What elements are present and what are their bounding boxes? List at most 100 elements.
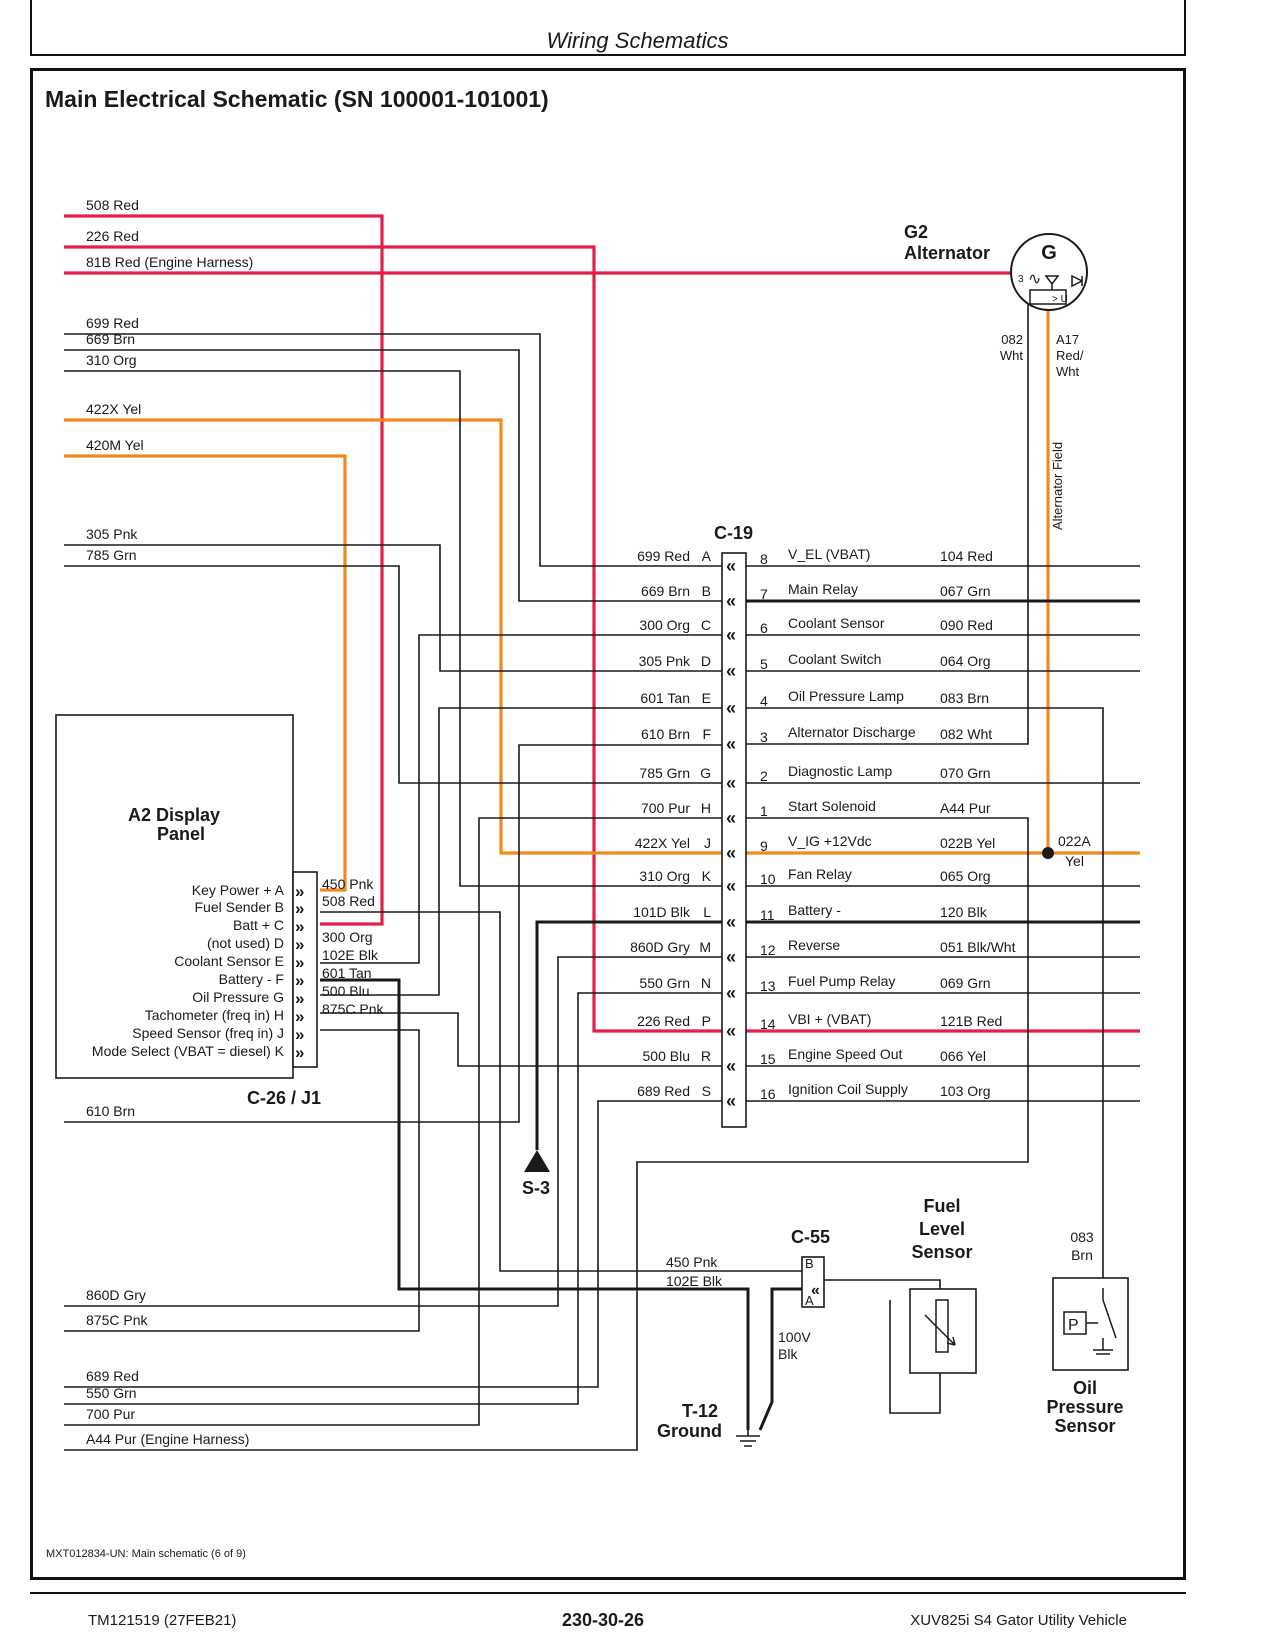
wire-508-red [64, 214, 384, 926]
fuel-sensor-line1: Fuel [923, 1196, 960, 1216]
alternator-g-label: G [1041, 242, 1057, 264]
c26-terminal-9: » [295, 1043, 304, 1062]
c26-terminal-7: » [295, 1007, 304, 1026]
c19-pin-letter-K: K [702, 868, 712, 884]
c55-pin-a: A [805, 1293, 814, 1308]
wire-422x-yel [64, 418, 1140, 855]
c19-function-9: V_IG +12Vdc [788, 833, 872, 849]
c19-right-wire-12: 051 Blk/Wht [940, 939, 1016, 955]
wire-fuel-sensor [820, 1279, 941, 1414]
left-wire-label-11: 860D Gry [86, 1287, 146, 1303]
c19-function-14: VBI + (VBAT) [788, 1011, 871, 1027]
wire-226-red [64, 245, 1140, 1033]
c55-ref: C-55 [791, 1227, 830, 1247]
c19-terminal-J: « [726, 843, 736, 863]
display-pin-label-1: Fuel Sender B [195, 899, 285, 915]
footer-product-name: XUV825i S4 Gator Utility Vehicle [910, 1612, 1127, 1629]
c19-terminal-N: « [726, 983, 736, 1003]
c19-pin-letter-N: N [701, 975, 711, 991]
c19-left-wire-L: 101D Blk [633, 904, 691, 920]
c19-function-7: Main Relay [788, 581, 858, 597]
c19-left-wire-B: 669 Brn [641, 583, 690, 599]
oil-sensor-wire: 083 [1070, 1229, 1094, 1245]
left-wire-label-4: 669 Brn [86, 331, 135, 347]
c19-function-5: Coolant Switch [788, 651, 881, 667]
fuel-sensor-line3: Sensor [911, 1242, 972, 1262]
display-pin-label-4: Coolant Sensor E [174, 953, 284, 969]
left-wire-label-15: 700 Pur [86, 1406, 135, 1422]
left-wire-label-6: 422X Yel [86, 401, 141, 417]
c19-terminal-C: « [726, 625, 736, 645]
c19-pin-letter-R: R [701, 1048, 711, 1064]
ground-ref: T-12 [682, 1401, 718, 1421]
display-pin-label-7: Tachometer (freq in) H [145, 1007, 284, 1023]
c19-left-wire-F: 610 Brn [641, 726, 690, 742]
footer-page-number: 230-30-26 [561, 1610, 645, 1630]
c19-pin-number-12: 12 [760, 942, 776, 958]
c19-function-1: Start Solenoid [788, 798, 876, 814]
c19-left-wire-N: 550 Grn [639, 975, 690, 991]
alt-wire-082: 082 [1001, 332, 1023, 347]
oil-sensor-line2: Pressure [1046, 1397, 1123, 1417]
c19-terminal-D: « [726, 661, 736, 681]
wire-669-brn [64, 349, 722, 602]
c19-pin-number-11: 11 [760, 907, 775, 923]
wire-450-pnk [320, 911, 820, 1272]
fuel-sensor-line2: Level [919, 1219, 965, 1239]
c19-pin-letter-H: H [701, 800, 711, 816]
s3-triangle-icon [524, 1150, 550, 1172]
c19-pin-number-5: 5 [760, 656, 768, 672]
c19-terminal-F: « [726, 734, 736, 754]
left-wire-label-2: 81B Red (Engine Harness) [86, 254, 253, 270]
regulator-icon [1029, 289, 1067, 305]
oil-sensor-line3: Sensor [1054, 1416, 1115, 1436]
c26-terminal-6: » [295, 989, 304, 1008]
fuel-sensor-body [909, 1288, 977, 1374]
left-wire-label-8: 305 Pnk [86, 526, 138, 542]
c26-terminal-2: » [295, 917, 304, 936]
c19-pin-letter-G: G [700, 765, 711, 781]
alternator-pin-3: 3 [1018, 274, 1024, 285]
c55-wire-102e: 102E Blk [666, 1273, 723, 1289]
alt-wire-a17: A17 [1056, 332, 1079, 347]
figure-id: MXT012834-UN: Main schematic (6 of 9) [46, 1548, 246, 1560]
rectifier-icon [1044, 274, 1084, 290]
c26-wire-6: 500 Blu [322, 983, 369, 999]
c19-pin-letter-B: B [702, 583, 711, 599]
left-wire-label-5: 310 Org [86, 352, 137, 368]
c19-pin-number-16: 16 [760, 1086, 776, 1102]
c26-wire-0: 450 Pnk [322, 876, 374, 892]
wire-100v-blk [758, 1287, 820, 1431]
c55-pin-b: B [805, 1256, 814, 1271]
c19-right-wire-3: 082 Wht [940, 726, 992, 742]
c19-function-4: Oil Pressure Lamp [788, 688, 904, 704]
wire-500-blu [320, 1012, 722, 1067]
wire-420m-yel [64, 454, 347, 892]
c19-pin-number-9: 9 [760, 838, 768, 854]
c19-function-8: V_EL (VBAT) [788, 546, 870, 562]
c19-left-wire-S: 689 Red [637, 1083, 690, 1099]
alt-wire-082-color: Wht [1000, 348, 1024, 363]
left-wire-label-12: 875C Pnk [86, 1312, 148, 1328]
alternator-name: Alternator [904, 243, 990, 263]
c26-terminal-8: » [295, 1025, 304, 1044]
display-panel-ref: A2 Display [128, 805, 220, 825]
wire-610-brn [64, 744, 722, 1123]
c19-pin-number-13: 13 [760, 978, 776, 994]
c19-pin-number-1: 1 [760, 803, 768, 819]
s3-label: S-3 [522, 1178, 550, 1198]
left-wire-label-1: 226 Red [86, 228, 139, 244]
c19-terminal-P: « [726, 1021, 736, 1041]
c19-function-11: Battery - [788, 902, 841, 918]
c19-pin-letter-L: L [703, 904, 711, 920]
c19-left-wire-A: 699 Red [637, 548, 690, 564]
c19-right-wire-9: 022B Yel [940, 835, 995, 851]
c19-pin-number-8: 8 [760, 551, 768, 567]
footer-doc-number: TM121519 (27FEB21) [88, 1612, 237, 1629]
wire-300-org [320, 634, 722, 964]
alternator-field-label: Alternator Field [1050, 442, 1065, 530]
wire-785-grn [64, 565, 722, 784]
wire-860d-gry [64, 956, 722, 1307]
wire-305-pnk [64, 544, 722, 672]
